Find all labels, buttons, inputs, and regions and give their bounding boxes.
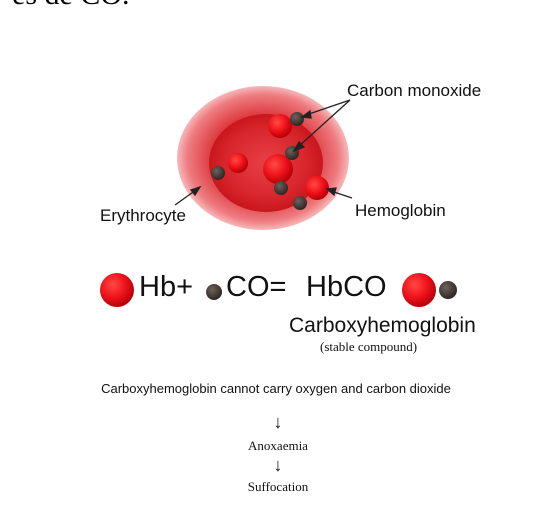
- erythrocyte-label: Erythrocyte: [100, 206, 186, 225]
- hemoglobin-label: Hemoglobin: [355, 201, 446, 220]
- equation-molecules: [100, 273, 457, 307]
- pointer-lines: [174, 99, 353, 206]
- down-arrow-icon: ↓: [273, 455, 283, 475]
- product-note: (stable compound): [320, 339, 418, 354]
- consequence-anoxaemia: Anoxaemia: [248, 438, 308, 453]
- equation-hbco: HbCO: [306, 271, 387, 303]
- cropped-heading-text: es de CO.: [12, 0, 129, 12]
- product-name: Carboxyhemoglobin: [289, 314, 476, 337]
- equation-co: CO=: [226, 271, 287, 303]
- statement-text: Carboxyhemoglobin cannot carry oxygen an…: [101, 381, 451, 396]
- erythrocyte-cell: [177, 86, 349, 230]
- hemoglobin-molecules: [228, 114, 329, 200]
- down-arrow-icon: ↓: [273, 412, 283, 432]
- consequence-suffocation: Suffocation: [247, 479, 309, 494]
- carbon-monoxide-label: Carbon monoxide: [347, 81, 482, 100]
- equation-hb: Hb+: [139, 271, 194, 303]
